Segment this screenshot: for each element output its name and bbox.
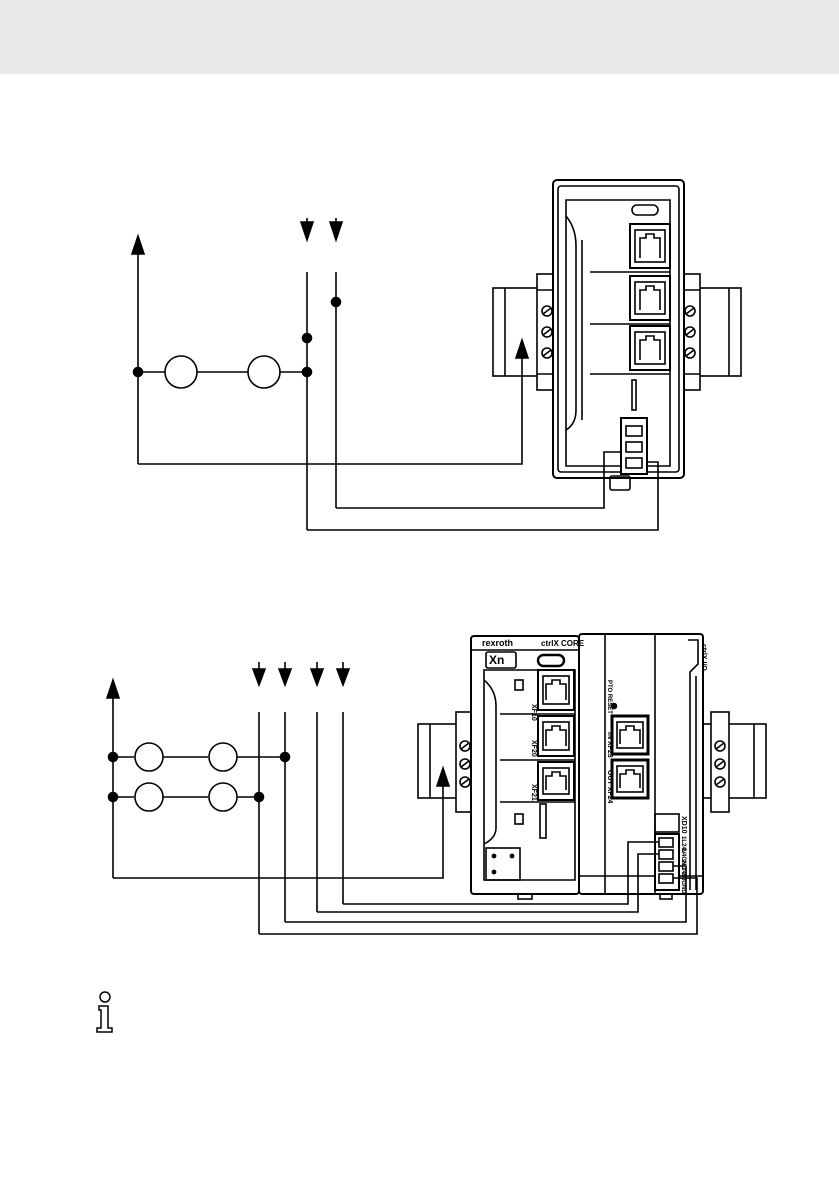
brand-label: rexroth [482, 638, 513, 648]
ethernet-port-1-top [630, 224, 670, 268]
port-label-xf21: XF21 [530, 784, 537, 801]
terminal-header-label: XD10 [680, 816, 687, 834]
port-label-xf10: XF10 [530, 704, 537, 721]
model-label: ctrlX CORE [541, 639, 585, 648]
bus-label-in: IN XF23 [606, 732, 613, 758]
bus-port-out-xf24 [612, 760, 648, 798]
extension-label: ctrlX I/O [700, 644, 707, 671]
bus-port-in-xf23 [612, 716, 648, 754]
terminal-label-4: 2.3GND [680, 872, 686, 894]
wiring-diagram-core-with-extension: rexroth ctrlX CORE Xn XF10 XF20 XF21 IN … [107, 634, 766, 934]
reset-label: PTO RESET [606, 680, 612, 714]
wiring-diagram-single-module [132, 180, 741, 530]
ethernet-port-3-top [630, 326, 670, 370]
core-port-xf20 [538, 716, 574, 756]
end-clamp-right-bottom [711, 712, 729, 812]
core-port-xf21 [538, 762, 574, 800]
info-icon [92, 990, 118, 1034]
port-label-xf20: XF20 [530, 740, 537, 757]
ethernet-port-2-top [630, 276, 670, 320]
bus-label-out: OUT XF24 [606, 770, 613, 804]
logo-label: Xn [489, 653, 504, 667]
